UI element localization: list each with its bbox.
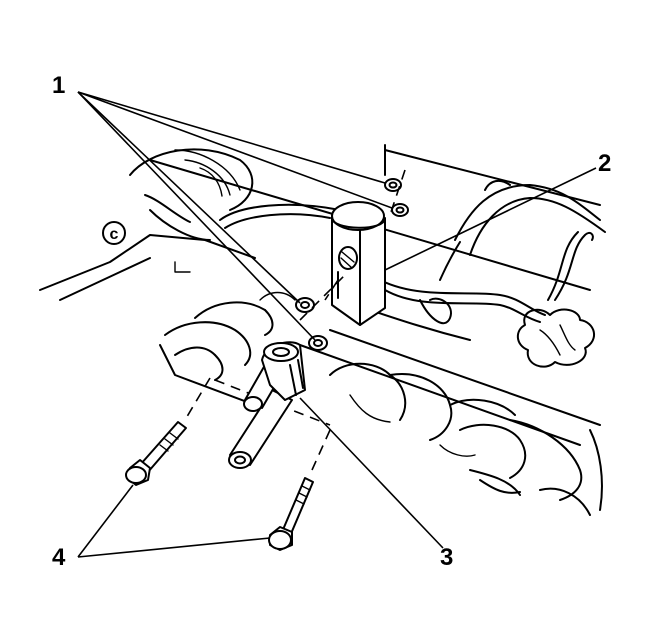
engine-stamp-circle [102,221,126,245]
component-2-block [331,201,386,326]
leader-lines [77,91,597,558]
engine-stamp-text: c [110,226,119,243]
callout-2: 2 [598,150,612,177]
callout-3: 3 [440,544,454,571]
alignment-lines [184,169,406,471]
callout-1: 1 [52,72,66,99]
engine-background: c [39,144,606,516]
component-3-fitting [228,341,306,469]
component-4-bolts [125,421,314,551]
callout-4: 4 [52,544,66,571]
